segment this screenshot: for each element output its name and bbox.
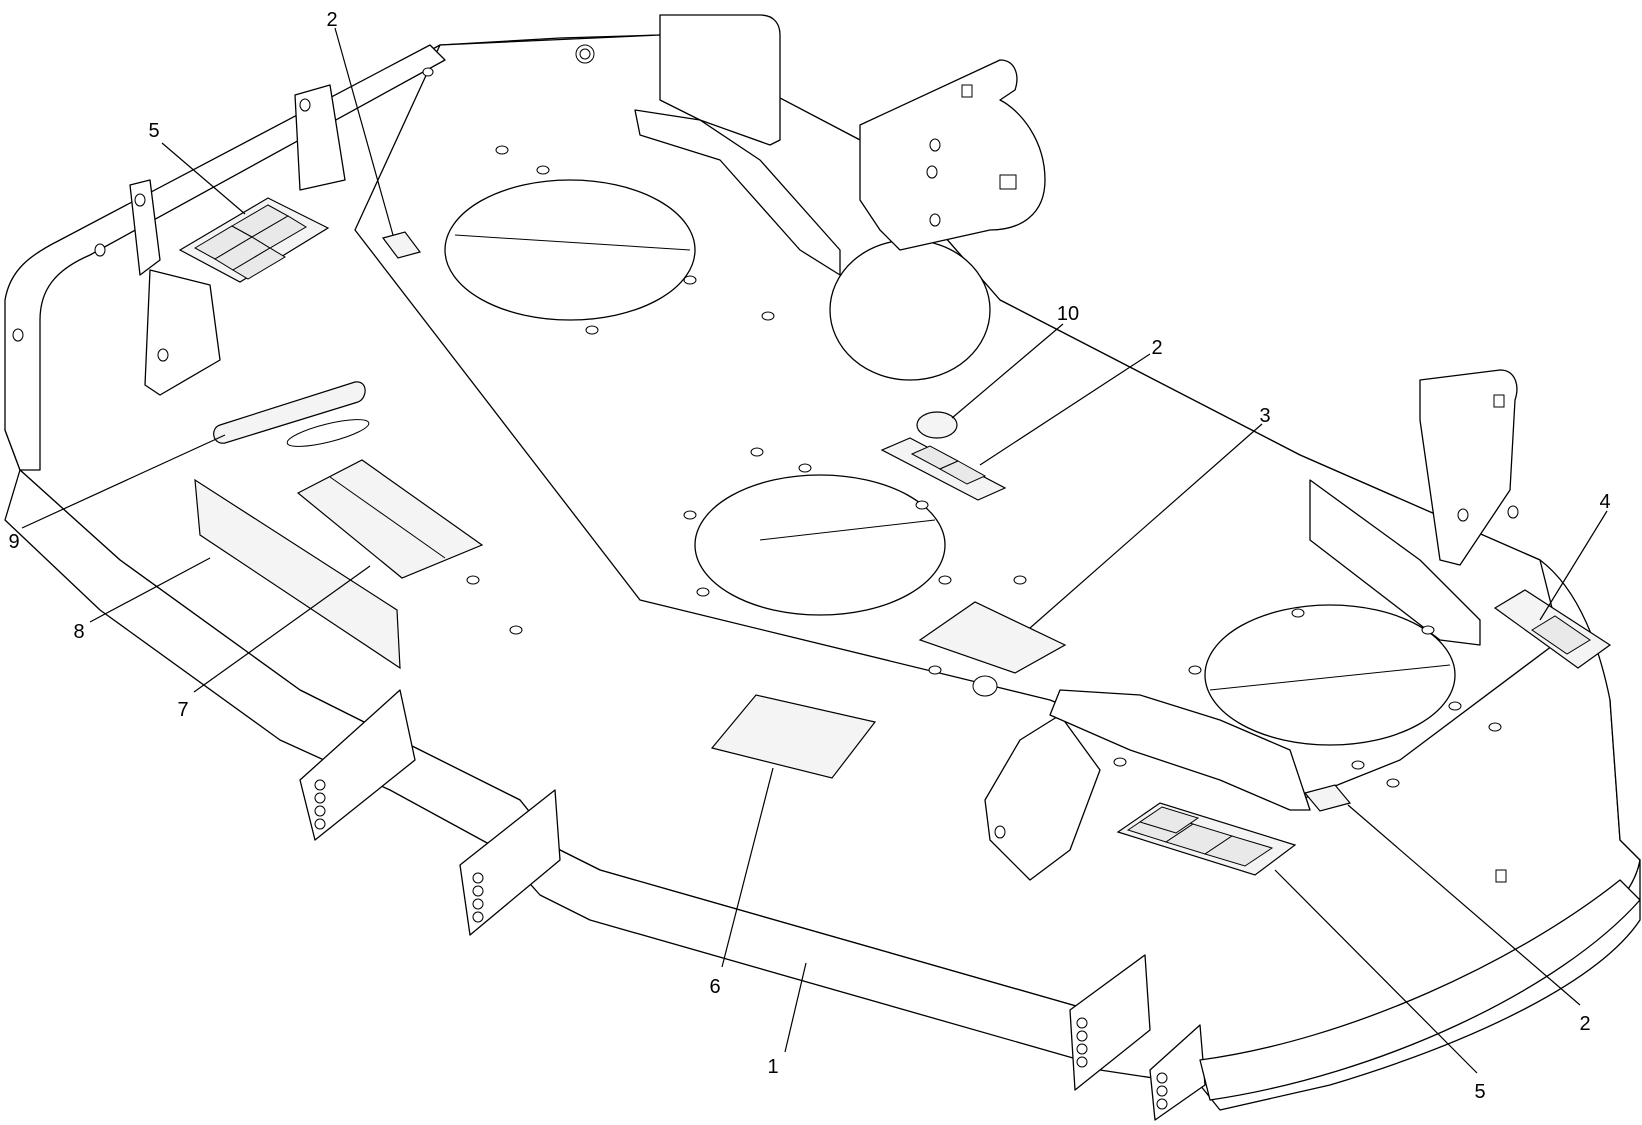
decal-4 [1493,589,1612,669]
mounting-holes [12,44,1519,883]
callout-9: 9 [8,531,19,553]
callout-5-rear: 5 [148,120,159,142]
belt-cover-edge [1049,689,1311,811]
lift-holes-1 [314,779,326,830]
decal-2-front [1303,784,1352,812]
lift-holes-3 [1076,1017,1088,1068]
decal-6 [710,694,877,779]
lift-plate-1 [299,689,416,841]
leader-5-rear [161,142,246,215]
leader-2-rear [334,27,394,236]
blade-openings [444,179,1456,746]
decal-9 [213,381,366,444]
decal-2-rear [381,231,422,259]
decal-2-center [880,437,1007,501]
leader-7 [193,565,371,693]
callouts: 1 2 2 2 3 4 5 5 6 7 8 9 10 [8,9,1610,1103]
front-lift-plates [299,689,1206,1121]
leader-10 [951,323,1064,419]
blade-opening-left [444,179,696,321]
rear-bracket-top [659,14,781,146]
decal-5-rear [178,197,330,283]
callout-1: 1 [767,1056,778,1078]
leader-9 [21,434,226,529]
leader-lines [21,27,1608,1074]
leader-6 [721,767,774,968]
lift-plate-3 [1069,954,1151,1091]
callout-2-center: 2 [1151,337,1162,359]
blade-opening-right [1204,604,1456,746]
callout-2-front: 2 [1579,1013,1590,1035]
decal-5-front [1116,802,1297,876]
hitch-bracket-right [859,59,1046,251]
lift-plate-4 [1149,1024,1206,1121]
front-mid-bracket [984,714,1101,881]
callout-3: 3 [1259,405,1270,427]
left-front-bracket [144,269,221,396]
callout-5-front: 5 [1474,1081,1485,1103]
right-skid-bracket [1309,479,1481,646]
idler-arm [634,109,841,276]
callout-6: 6 [709,976,720,998]
brackets [129,14,1518,881]
leader-5-front [1274,869,1478,1074]
decal-8 [194,478,401,670]
callout-2-rear: 2 [326,9,337,31]
leader-8 [89,557,211,623]
deck-left-trim [4,44,446,471]
front-roller-bar [1199,879,1641,1101]
left-rear-bracket [294,84,346,191]
lift-holes-2 [472,872,484,923]
blade-opening-center [694,474,946,616]
callout-10: 10 [1057,303,1079,325]
decal-3 [918,601,1067,674]
slot-9 [286,419,370,447]
lift-plate-2 [459,789,561,936]
leader-2-center [979,353,1151,466]
lift-holes-4 [1156,1072,1168,1110]
callout-4: 4 [1599,491,1610,513]
decals [178,197,1612,876]
decal-7 [296,459,484,579]
leader-2-front [1347,804,1581,1006]
leader-4 [1539,510,1608,621]
leader-3 [1029,423,1263,629]
callout-8: 8 [73,621,84,643]
plug-10 [916,411,958,439]
discharge-opening [829,239,991,381]
leader-1 [784,962,807,1053]
callout-7: 7 [177,699,188,721]
right-rear-bracket [1419,369,1518,566]
